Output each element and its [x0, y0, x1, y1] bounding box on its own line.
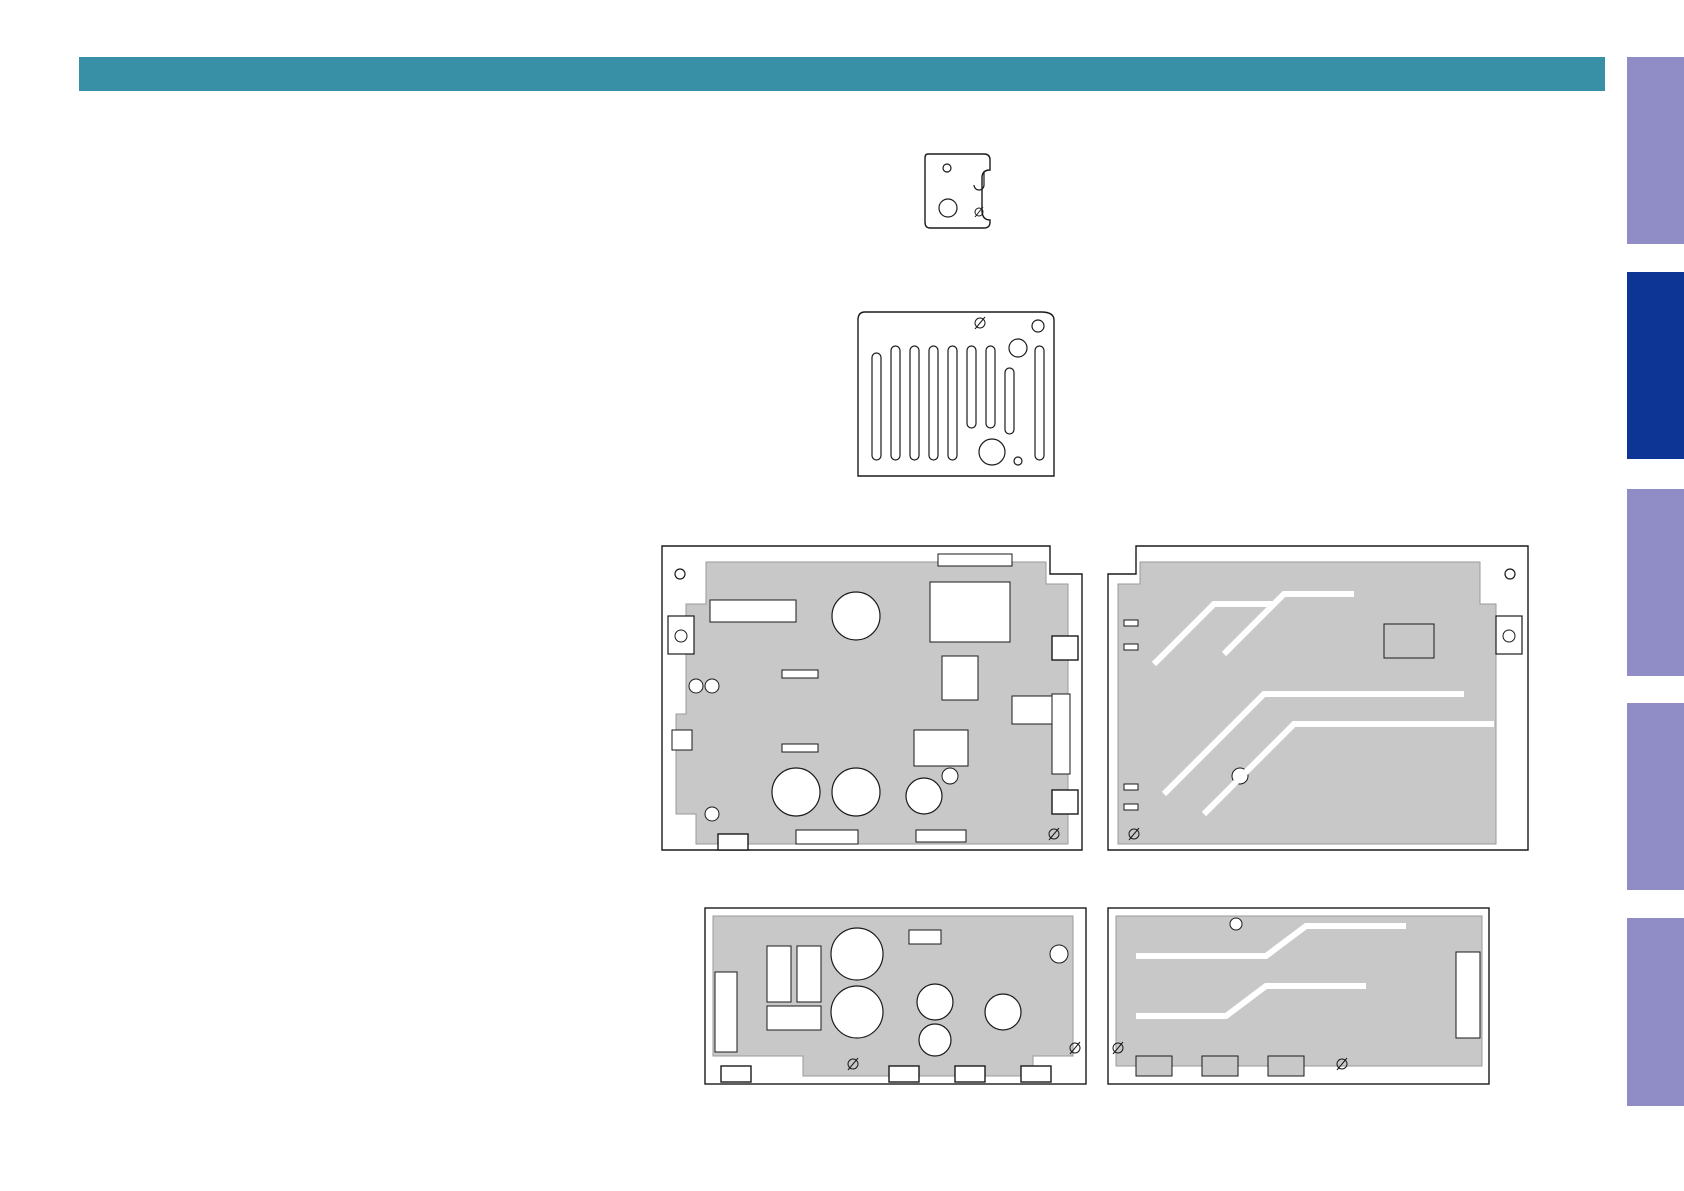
side-tab-1[interactable]	[1627, 57, 1684, 244]
lower-pcb-component-side-drawing	[703, 906, 1088, 1086]
side-tab-3[interactable]	[1627, 489, 1684, 676]
side-tab-2[interactable]	[1627, 272, 1684, 459]
header-bar	[79, 57, 1605, 91]
side-tab-5[interactable]	[1627, 918, 1684, 1106]
small-bracket-drawing	[920, 150, 1000, 230]
side-tab-4[interactable]	[1627, 703, 1684, 890]
main-pcb-foil-side-drawing	[1104, 544, 1534, 854]
lower-pcb-foil-side-drawing	[1106, 906, 1491, 1086]
heatsink-plate-drawing	[855, 308, 1055, 478]
main-pcb-component-side-drawing	[656, 544, 1086, 854]
